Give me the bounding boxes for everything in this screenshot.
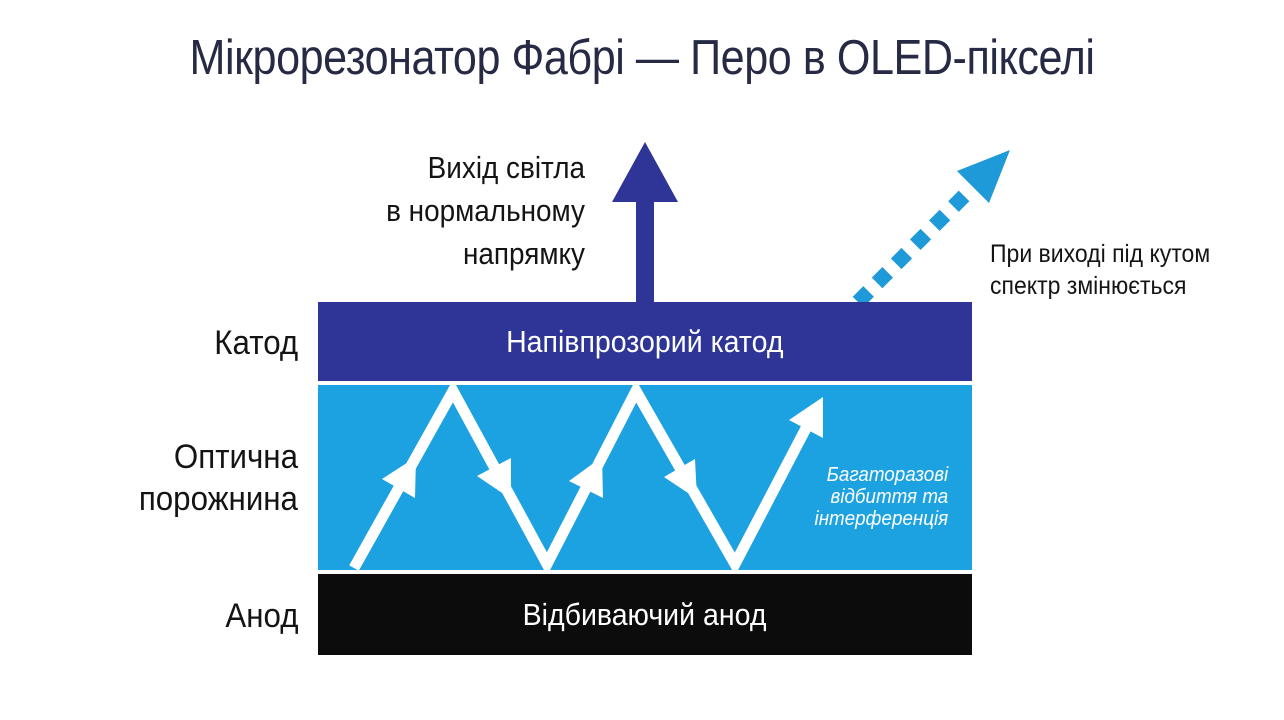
normal-exit-label: Вихід світла в нормальному напрямку — [386, 146, 585, 275]
cathode-layer-label: Напівпрозорий катод — [506, 323, 784, 359]
label-line: При виході під кутом — [990, 240, 1211, 268]
label-line: Багаторазові — [826, 464, 948, 486]
reflection-zigzag-icon — [349, 385, 823, 570]
side-label-anode: Анод — [224, 597, 298, 635]
label-line: відбиття та — [830, 486, 948, 508]
cathode-layer: Напівпрозорий катод — [318, 302, 972, 381]
label-line: Оптична — [173, 438, 298, 476]
side-label-cavity: Оптична порожнина — [139, 436, 298, 520]
label-line: в нормальному — [386, 193, 585, 228]
anode-layer: Відбиваючий анод — [318, 574, 972, 655]
anode-layer-label: Відбиваючий анод — [523, 596, 767, 632]
label-line: напрямку — [462, 236, 585, 271]
optical-cavity-layer: Багаторазові відбиття та інтерференція — [318, 385, 972, 570]
normal-exit-arrow-icon — [612, 142, 678, 312]
slide-title: Мікрорезонатор Фабрі — Перо в OLED-піксе… — [189, 31, 1095, 85]
label-line: порожнина — [138, 480, 298, 518]
label-line: Вихід світла — [427, 150, 585, 185]
label-line: спектр змінюється — [990, 272, 1187, 300]
side-label-cathode: Катод — [214, 324, 298, 362]
angled-exit-arrow-icon — [852, 150, 1010, 308]
angled-exit-label: При виході під кутом спектр змінюється — [990, 238, 1210, 302]
label-line: інтерференція — [814, 508, 948, 530]
cavity-note: Багаторазові відбиття та інтерференція — [814, 464, 948, 530]
